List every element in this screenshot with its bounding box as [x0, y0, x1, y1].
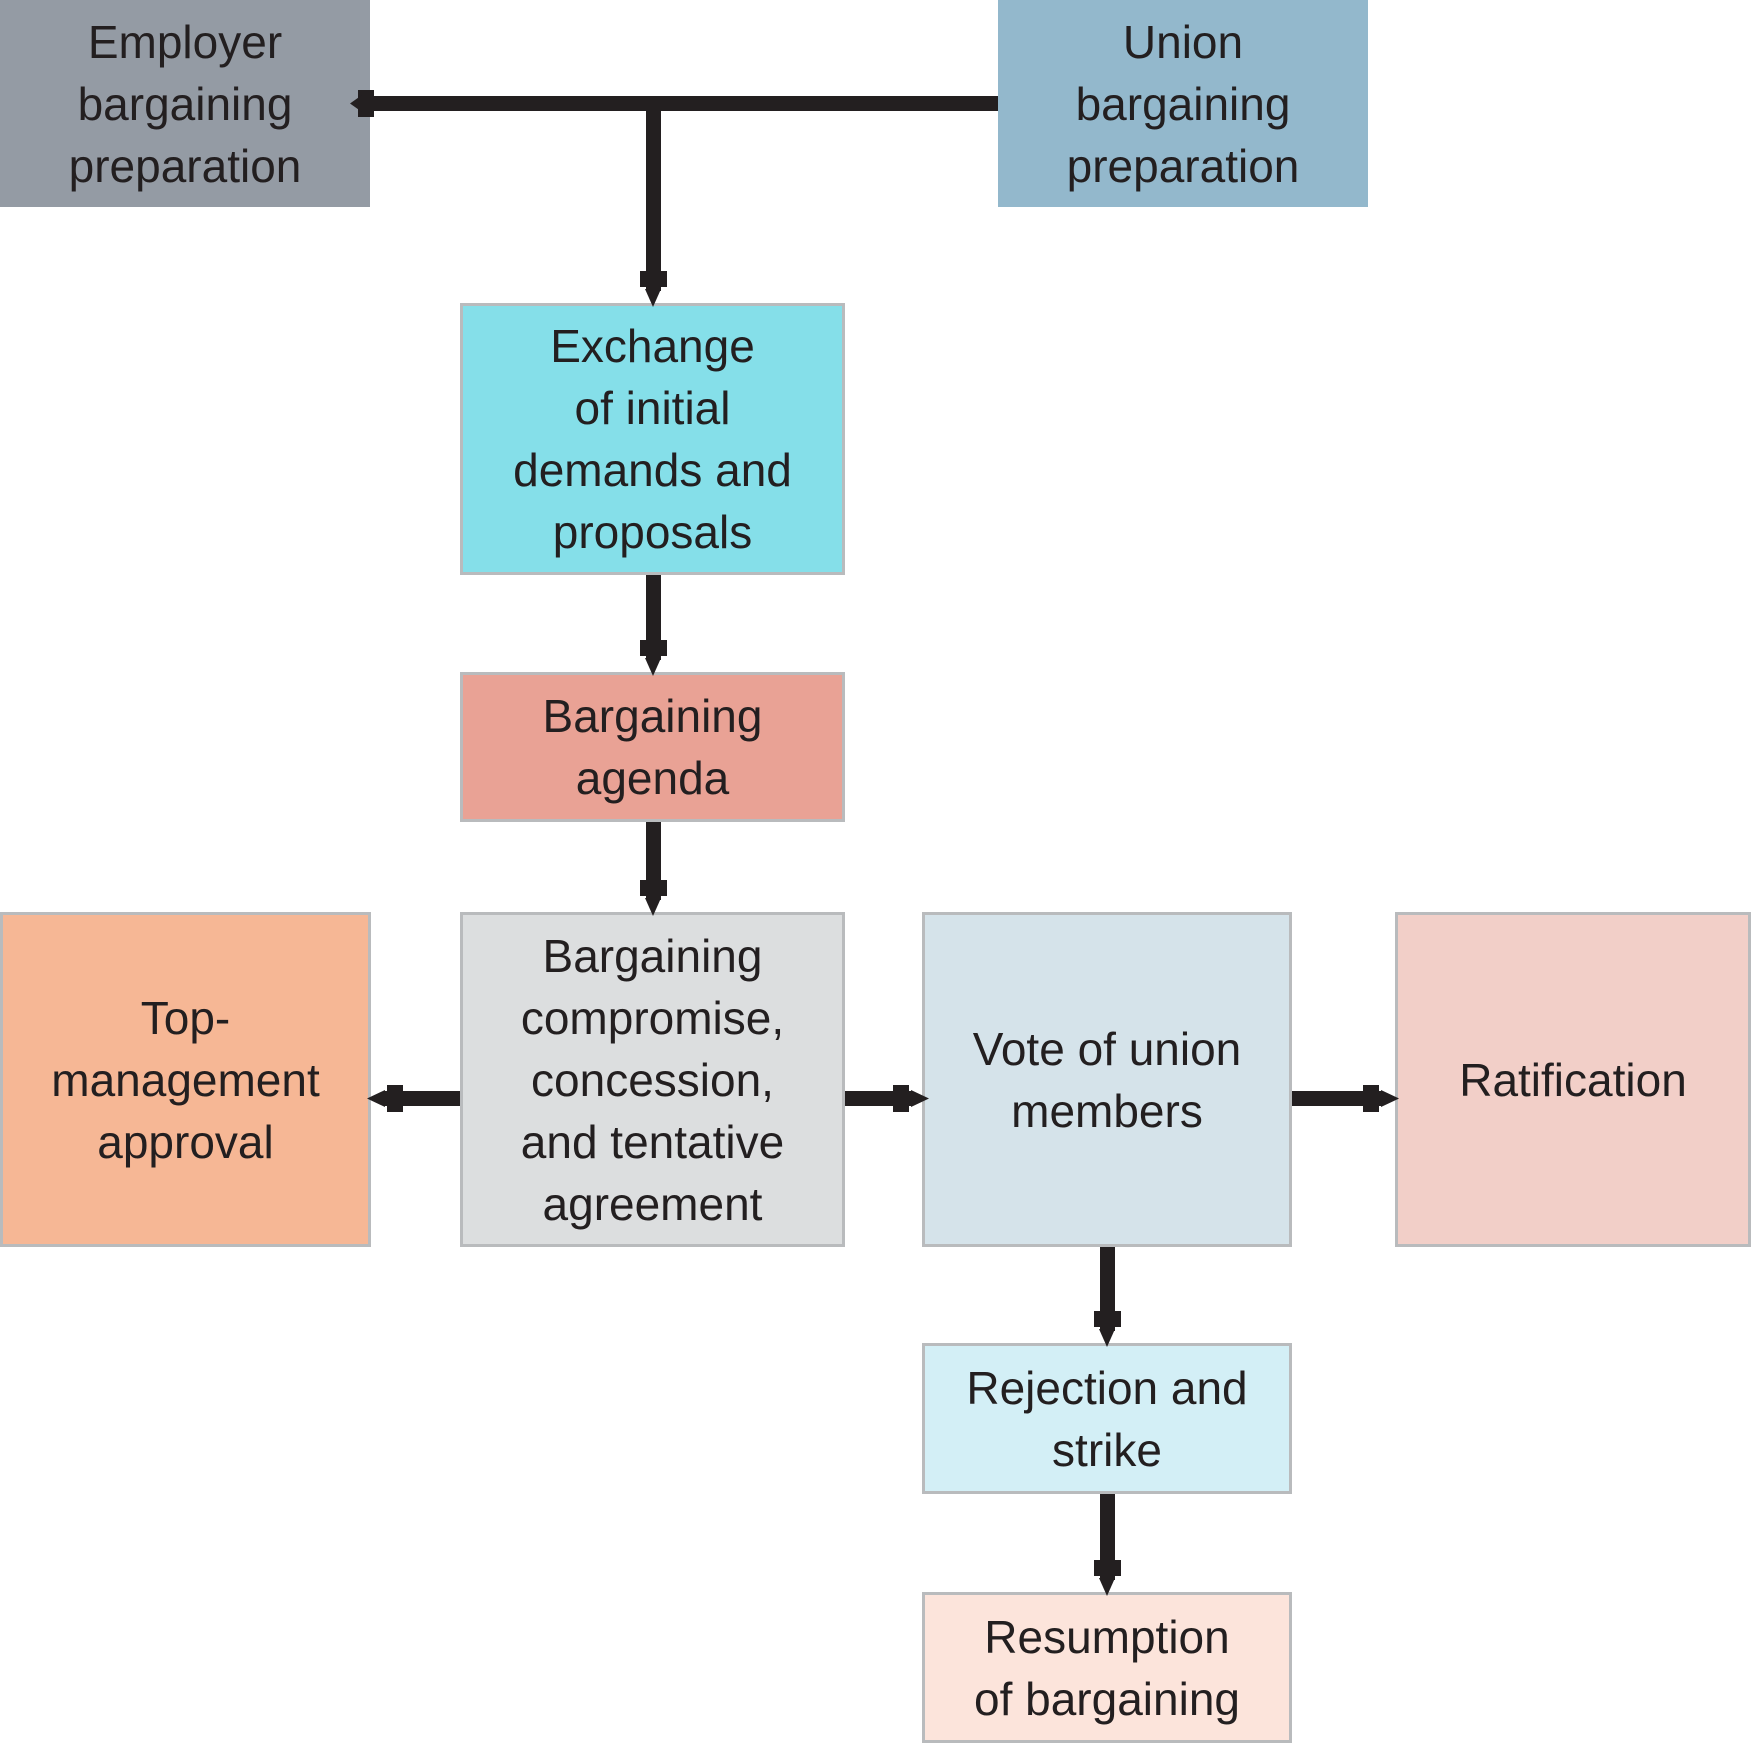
node-label: Bargaining agenda — [542, 690, 763, 804]
node-label: Top- management approval — [51, 991, 320, 1168]
node-label: Rejection and strike — [966, 1361, 1248, 1476]
arrow-vote-to-rejection — [1094, 1247, 1121, 1347]
arrow-vote-to-ratification — [1292, 1085, 1399, 1112]
node-label: Union bargaining preparation — [1066, 15, 1300, 192]
node-vote-of-union-members: Vote of union members — [922, 912, 1292, 1247]
node-label: Exchange of initial demands and proposal… — [513, 320, 792, 558]
node-rejection-and-strike: Rejection and strike — [922, 1343, 1292, 1494]
node-label: Vote of union members — [972, 1022, 1242, 1137]
node-exchange-of-initial-demands: Exchange of initial demands and proposal… — [460, 303, 845, 575]
node-union-bargaining-preparation: Union bargaining preparation — [998, 0, 1368, 207]
arrow-compromise-to-top-management — [367, 1085, 460, 1112]
node-bargaining-compromise: Bargaining compromise, concession, and t… — [460, 912, 845, 1247]
arrow-compromise-to-vote — [845, 1085, 929, 1112]
node-label: Resumption of bargaining — [974, 1610, 1240, 1725]
node-resumption-of-bargaining: Resumption of bargaining — [922, 1592, 1292, 1743]
node-ratification: Ratification — [1395, 912, 1751, 1247]
node-label: Bargaining compromise, concession, and t… — [520, 929, 785, 1230]
arrow-agenda-to-compromise — [640, 822, 667, 916]
node-label: Ratification — [1459, 1053, 1687, 1106]
arrow-rejection-to-resumption — [1094, 1494, 1121, 1596]
arrow-join-to-exchange — [640, 103, 667, 307]
arrow-exchange-to-agenda — [640, 575, 667, 676]
node-bargaining-agenda: Bargaining agenda — [460, 672, 845, 822]
node-top-management-approval: Top- management approval — [0, 912, 371, 1247]
node-employer-bargaining-preparation: Employer bargaining preparation — [0, 0, 370, 207]
arrow-union-to-employer-join — [350, 90, 998, 117]
node-label: Employer bargaining preparation — [68, 15, 302, 192]
